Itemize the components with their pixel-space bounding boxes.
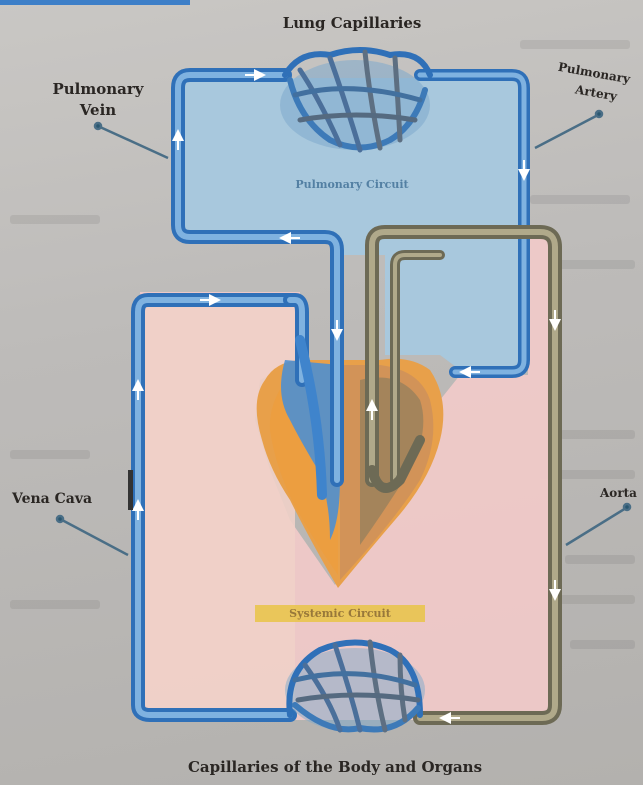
lung-capillaries-network — [280, 50, 430, 150]
systemic-circuit-label: Systemic Circuit — [255, 605, 425, 622]
pulmonary-vein-label-line2: Vein — [38, 101, 158, 120]
vena-cava-label: Vena Cava — [12, 490, 92, 509]
aorta-label: Aorta — [600, 484, 637, 503]
lung-capillaries-label: Lung Capillaries — [262, 14, 442, 33]
vena-cava-marker — [128, 470, 133, 510]
pulmonary-vein-label-line1: Pulmonary — [38, 80, 158, 99]
systemic-region-left — [145, 300, 295, 715]
pulmonary-circuit-label: Pulmonary Circuit — [262, 178, 442, 191]
top-edge-bar — [0, 0, 190, 5]
body-capillaries-label: Capillaries of the Body and Organs — [140, 758, 530, 777]
